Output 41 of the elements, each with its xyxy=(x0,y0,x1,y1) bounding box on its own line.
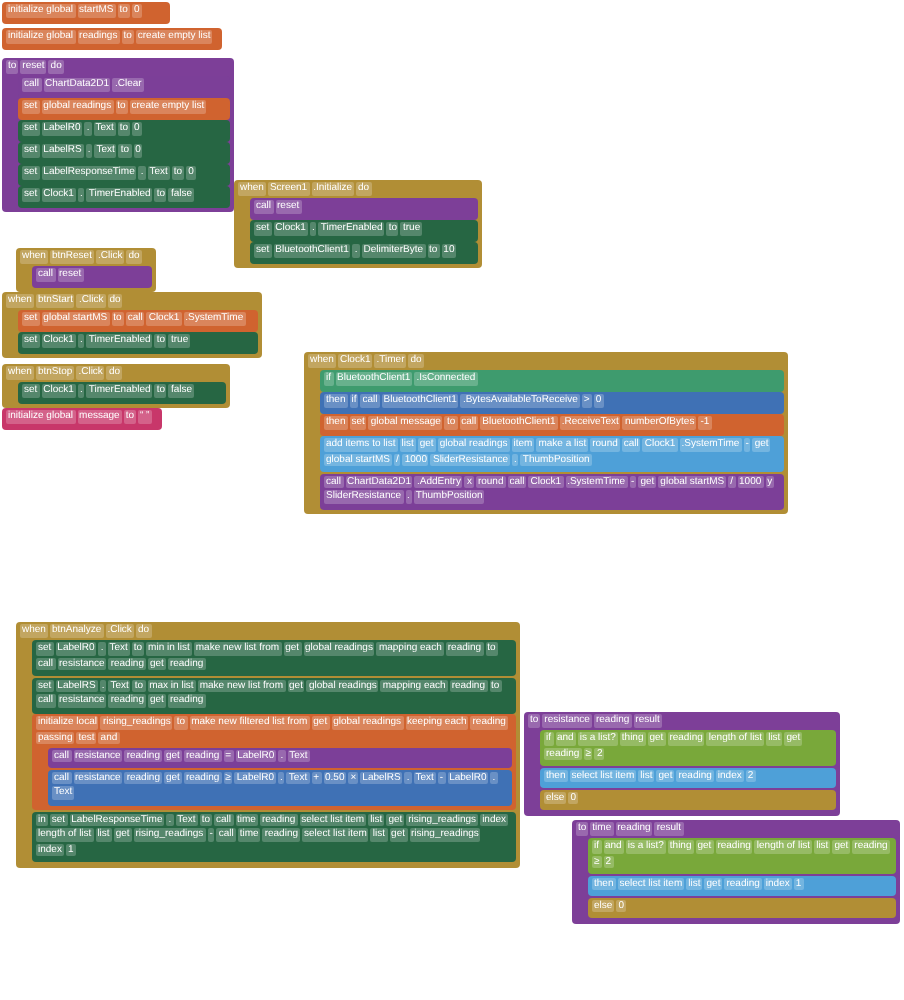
code-block xyxy=(540,767,836,788)
code-block xyxy=(540,789,836,810)
code-block xyxy=(18,164,230,185)
code-block xyxy=(304,352,788,514)
code-block xyxy=(588,838,896,874)
code-block xyxy=(572,820,900,923)
code-block xyxy=(16,248,156,292)
code-block xyxy=(250,198,478,219)
code-block xyxy=(32,677,516,713)
code-block xyxy=(234,180,482,268)
code-block xyxy=(18,332,258,353)
code-block xyxy=(2,364,230,408)
code-block xyxy=(540,730,836,766)
code-block xyxy=(320,370,784,391)
code-block xyxy=(48,747,512,768)
code-block xyxy=(320,392,784,413)
code-block xyxy=(18,142,230,163)
code-block xyxy=(18,186,230,207)
code-block xyxy=(32,714,516,810)
code-block xyxy=(320,436,784,472)
code-block xyxy=(250,242,478,263)
code-block xyxy=(588,897,896,918)
code-block xyxy=(18,120,230,141)
code-block xyxy=(2,2,170,23)
code-block xyxy=(16,622,520,867)
code-block xyxy=(2,408,162,429)
code-block xyxy=(2,28,222,49)
code-block xyxy=(18,382,226,403)
code-block xyxy=(18,310,258,331)
code-block xyxy=(2,58,234,212)
code-block xyxy=(32,266,152,287)
code-block xyxy=(32,811,516,862)
code-block xyxy=(32,640,516,676)
code-block xyxy=(48,769,512,805)
code-block xyxy=(320,473,784,509)
code-block xyxy=(2,292,262,358)
code-block xyxy=(524,712,840,815)
code-block xyxy=(320,414,784,435)
code-block xyxy=(588,875,896,896)
code-block xyxy=(18,98,230,119)
code-block xyxy=(250,220,478,241)
